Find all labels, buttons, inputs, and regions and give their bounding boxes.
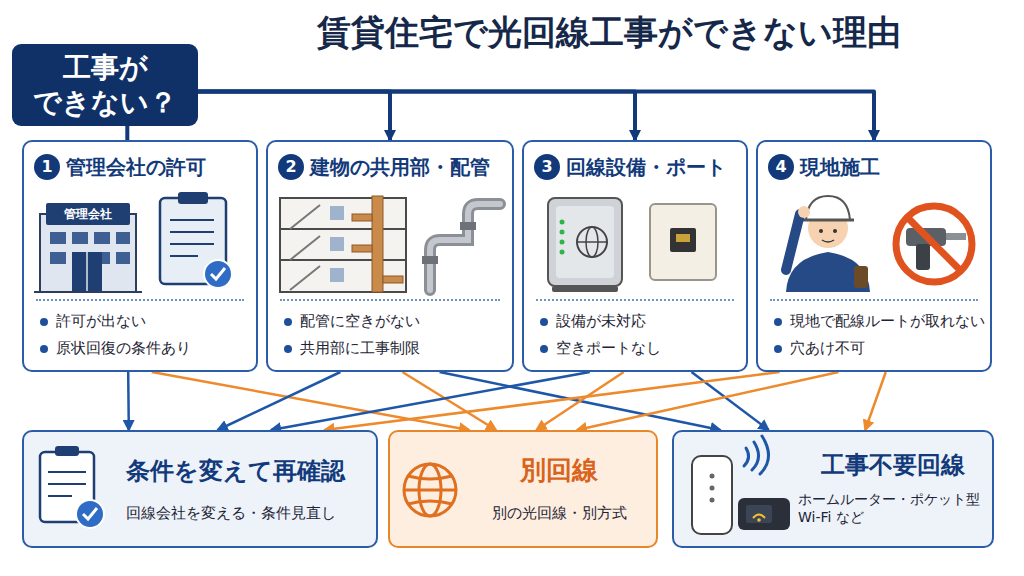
flow-arrow: [865, 372, 886, 430]
flow-arrow: [152, 372, 469, 430]
diagram-title: 賃貸住宅で光回線工事ができない理由: [214, 10, 1004, 54]
recheck-clipboard: [40, 446, 104, 528]
dotted-separator: [280, 299, 500, 301]
start-box: 工事が できない？: [12, 44, 198, 126]
flow-arrow: [577, 372, 839, 430]
bullet-text: 設備が未対応: [538, 312, 740, 332]
bullet-text: 穴あけ不可: [772, 339, 984, 359]
callout-number: 3: [534, 154, 560, 180]
office-building: [34, 203, 142, 292]
worker: [786, 196, 870, 292]
panel-heading: 建物の共用部・配管: [310, 154, 506, 180]
solution-heading: 条件を変えて再確認: [126, 456, 371, 487]
callout-number: 2: [278, 154, 304, 180]
panel-heading: 現地施工: [800, 154, 984, 180]
building-section: [280, 196, 406, 292]
reason-panel: 4現地施工現地で配線ルートが取れない穴あけ不可: [756, 140, 992, 372]
solution-heading: 工事不要回線: [798, 450, 988, 481]
bullet-text: 配管に空きがない: [282, 312, 506, 332]
flow-arrow: [271, 372, 590, 430]
bullet-text: 現地で配線ルートが取れない: [772, 312, 984, 332]
solution-box: 条件を変えて再確認回線会社を変える・条件見直し: [22, 430, 378, 548]
reason-panel: 3回線設備・ポート設備が未対応空きポートなし: [522, 140, 748, 372]
globe-icon: [404, 464, 456, 516]
callout-number: 4: [768, 154, 794, 180]
reason-panel: 2建物の共用部・配管配管に空きがない共用部に工事制限: [266, 140, 514, 372]
bullet-text: 共用部に工事制限: [282, 339, 506, 359]
onu-device: [548, 198, 622, 292]
dotted-separator: [36, 299, 244, 301]
flow-arrow: [125, 126, 129, 140]
bullet-text: 原状回復の条件あり: [38, 339, 250, 359]
solution-heading: 別回線: [468, 454, 650, 488]
flow-arrow: [198, 92, 635, 140]
flow-arrow: [440, 372, 721, 430]
panel-heading: 管理会社の許可: [66, 154, 250, 180]
solution-text: ホームルーター・ポケット型 Wi-Fi など: [798, 490, 990, 526]
solution-text: 回線会社を変える・条件見直し: [126, 504, 371, 524]
start-text: 工事が できない？: [22, 50, 188, 120]
home-router: [692, 456, 732, 534]
panel-heading: 回線設備・ポート: [566, 154, 740, 180]
solution-box: 別回線別の光回線・別方式: [388, 430, 658, 548]
dotted-separator: [770, 299, 978, 301]
solution-text: 別の光回線・別方式: [468, 504, 650, 524]
wall-port: [650, 204, 716, 280]
flow-arrow: [198, 92, 874, 140]
bullet-text: 許可が出ない: [38, 312, 250, 332]
pipes: [422, 204, 500, 290]
bullet-text: 空きポートなし: [538, 339, 740, 359]
flow-arrow: [127, 372, 130, 430]
pocket-wifi: [738, 498, 790, 530]
no-drill-sign: [896, 206, 972, 282]
wifi-waves: [744, 436, 769, 474]
flow-arrow: [198, 92, 390, 140]
solution-box: 工事不要回線ホームルーター・ポケット型 Wi-Fi など: [672, 430, 994, 548]
dotted-separator: [536, 299, 734, 301]
sign-label: 管理会社: [46, 204, 130, 224]
reason-panel: 1管理会社の許可許可が出ない原状回復の条件あり: [22, 140, 258, 372]
permit-clipboard: [160, 192, 232, 288]
callout-number: 1: [34, 154, 60, 180]
